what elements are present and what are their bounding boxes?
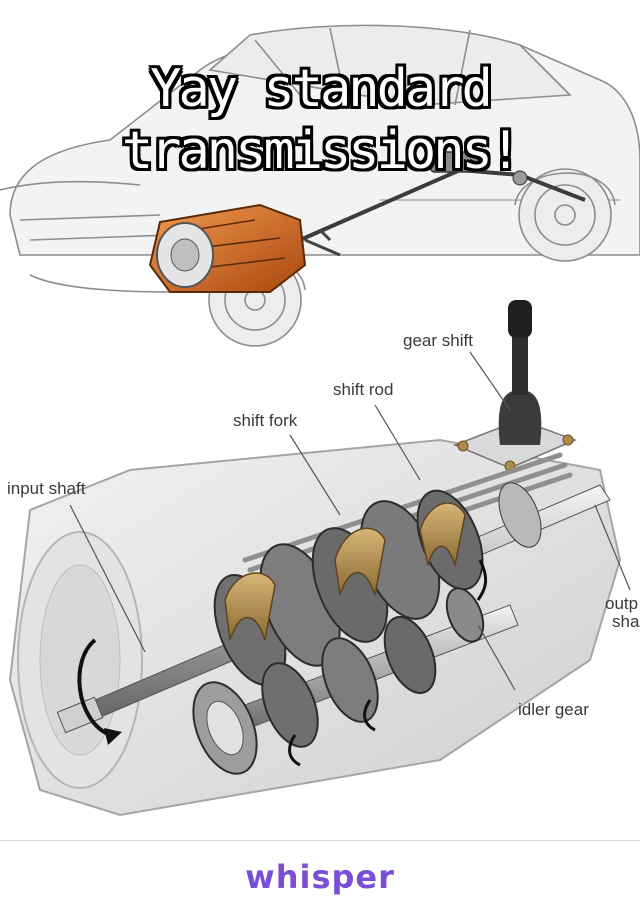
caption-line-2: transmissions! <box>121 121 521 181</box>
label-input-shaft: input shaft <box>7 479 86 498</box>
caption-line-1: Yay standard <box>150 59 493 119</box>
car-drivetrain <box>148 151 586 293</box>
label-output-shaft-line-2: sha <box>612 612 640 631</box>
transmission-illustration <box>0 24 640 817</box>
countershaft <box>192 587 519 775</box>
rotation-arrows <box>77 559 488 767</box>
whisper-logo: whisper <box>245 858 395 896</box>
shift-forks <box>224 502 466 641</box>
label-idler-gear: idler gear <box>518 700 589 719</box>
label-output-shaft-line-1: outp <box>605 594 639 613</box>
label-shift-rod: shift rod <box>333 380 394 399</box>
label-shift-fork: shift fork <box>233 411 298 430</box>
label-gear-shift: gear shift <box>403 331 473 350</box>
leader-lines <box>69 351 631 691</box>
gear-shift-lever <box>452 300 578 472</box>
meme-caption: Yay standard transmissions! <box>0 58 640 182</box>
footer-bar <box>0 840 640 920</box>
car-transmission <box>148 203 307 293</box>
